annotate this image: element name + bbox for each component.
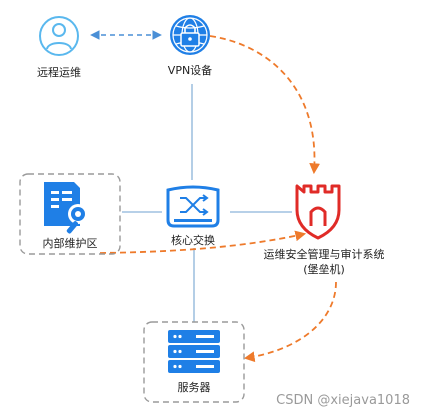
connection-lines bbox=[122, 84, 292, 322]
network-switch-icon bbox=[166, 185, 220, 228]
document-wrench-icon bbox=[44, 182, 88, 234]
castle-tower-icon bbox=[295, 184, 341, 240]
bastion-to-servers-arrow bbox=[243, 281, 337, 363]
core-switch-label: 核心交换 bbox=[171, 233, 215, 247]
bastion-label-line2: (堡垒机) bbox=[303, 262, 345, 276]
internal-to-bastion-arrow bbox=[99, 230, 307, 254]
vpn-lock-globe-icon bbox=[170, 15, 210, 55]
vpn-to-bastion-arrow bbox=[209, 35, 321, 175]
remote-ops-label: 远程运维 bbox=[37, 66, 81, 79]
person-icon bbox=[39, 16, 79, 56]
vpn-label: VPN设备 bbox=[168, 63, 212, 77]
watermark: CSDN @xiejava1018 bbox=[276, 393, 410, 408]
server-rack-icon bbox=[168, 330, 220, 373]
internal-zone-label: 内部维护区 bbox=[43, 236, 98, 250]
internal-zone-dashed-box bbox=[19, 173, 121, 255]
bastion-label-line1: 运维安全管理与审计系统 bbox=[264, 247, 385, 261]
servers-dashed-box bbox=[143, 321, 245, 403]
servers-label: 服务器 bbox=[178, 381, 211, 394]
